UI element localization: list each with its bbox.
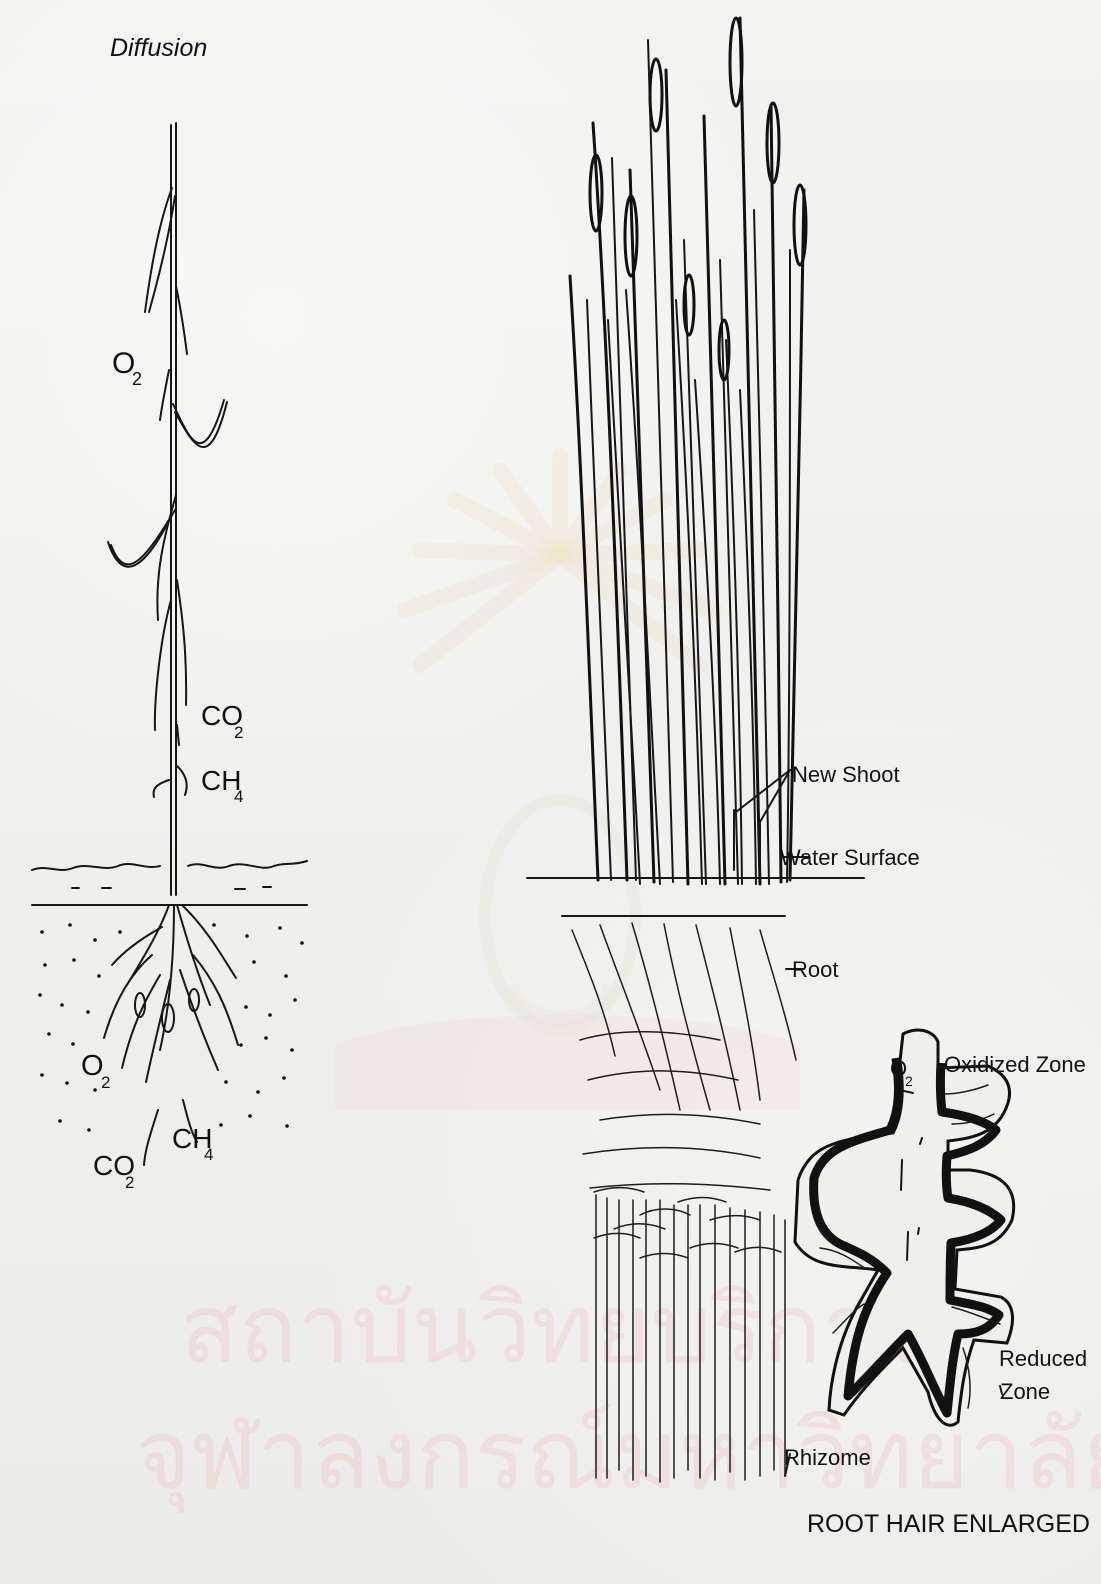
left-water-and-soil — [32, 861, 307, 905]
oxidized-zone-subscript: 2 — [905, 1073, 913, 1089]
new-shoot-label: New Shoot — [792, 762, 900, 787]
reduced-zone-label-line-2: Zone — [1000, 1379, 1050, 1404]
root-hair-enlarged-caption: ROOT HAIR ENLARGED — [807, 1510, 1090, 1538]
stem-oxygen-subscript: 2 — [132, 369, 142, 389]
root-label: Root — [792, 957, 838, 982]
root-oxygen-subscript: 2 — [101, 1073, 110, 1092]
left-diffusion-diagram: Diffusion — [32, 34, 307, 1192]
diffusion-title: Diffusion — [110, 34, 207, 62]
left-roots — [104, 905, 238, 1165]
right-stalks — [570, 18, 804, 884]
water-surface-label: Water Surface — [780, 845, 920, 870]
rhizome-label: Rhizome — [784, 1445, 871, 1470]
oxidized-zone-label: Oxidized Zone — [944, 1052, 1086, 1077]
root-carbon-dioxide-subscript: 2 — [125, 1173, 134, 1192]
left-root-labels: O 2 CH 4 CO 2 — [81, 1050, 213, 1192]
stem-methane-subscript: 4 — [234, 787, 243, 806]
root-methane-subscript: 4 — [204, 1145, 213, 1164]
right-water-surface-line — [527, 878, 864, 916]
stem-carbon-dioxide-subscript: 2 — [234, 723, 243, 742]
watermark-line-1: สถาบันวิทยบริการ — [180, 1276, 927, 1383]
reduced-zone-label-line-1: Reduced — [999, 1346, 1087, 1371]
left-soil-dots — [38, 923, 304, 1132]
